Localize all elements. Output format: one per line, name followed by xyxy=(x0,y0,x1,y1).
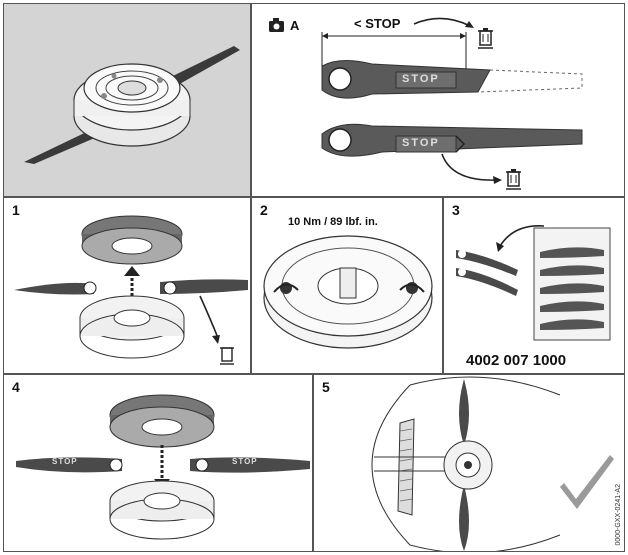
blade-stop-text: STOP xyxy=(232,457,258,466)
step-number: 3 xyxy=(452,202,460,218)
step-number: 1 xyxy=(12,202,20,218)
step-4-illustration xyxy=(16,394,310,540)
document-id: 0000-GXX-0241-A2 xyxy=(615,483,622,545)
camera-icon xyxy=(269,18,284,32)
blade-wear-illustration xyxy=(269,17,583,190)
reference-letter: A xyxy=(290,18,300,33)
step-number: 4 xyxy=(12,379,20,395)
step-number: 2 xyxy=(260,202,268,218)
panel-step-5: 5 0000-GXX-0241-A2 xyxy=(313,374,625,552)
panel-cutter-head-overview xyxy=(3,3,251,197)
blade-stop-text: STOP xyxy=(52,457,78,466)
trash-bin-icon xyxy=(478,28,493,49)
step-number: 5 xyxy=(322,379,330,395)
panel-step-3: 3 4002 007 1000 xyxy=(443,197,625,374)
trash-bin-icon xyxy=(506,169,521,190)
step-2-illustration xyxy=(263,235,433,349)
panel-blade-wear-limit: A < STOP STOP STOP xyxy=(251,3,625,197)
check-mark-icon xyxy=(560,455,614,509)
panel-step-1: 1 xyxy=(3,197,251,374)
blade-stop-text: STOP xyxy=(402,137,440,149)
step-3-illustration xyxy=(456,225,611,341)
cutter-head-illustration xyxy=(24,46,240,164)
trash-bin-icon xyxy=(220,347,234,365)
step-5-illustration xyxy=(371,376,614,551)
panel-step-4: 4 STOP STOP xyxy=(3,374,313,552)
blade-stop-text: STOP xyxy=(402,73,440,85)
torque-spec: 10 Nm / 89 lbf. in. xyxy=(288,216,378,228)
step-1-illustration xyxy=(14,215,248,365)
part-number: 4002 007 1000 xyxy=(466,352,567,369)
panel-step-2: 2 10 Nm / 89 lbf. in. xyxy=(251,197,443,374)
stop-limit-label: < STOP xyxy=(354,16,401,31)
